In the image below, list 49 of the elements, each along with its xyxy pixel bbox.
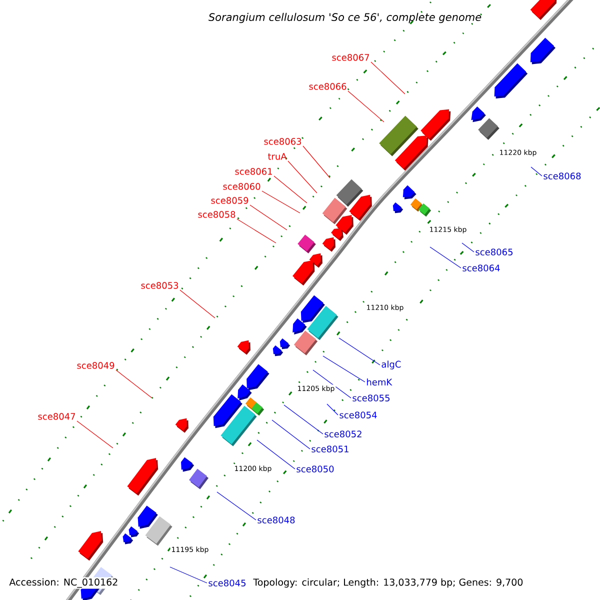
gene-label: sce8066 (309, 83, 346, 90)
gene-label: sce8054 (340, 412, 377, 418)
gene-label: sce8047 (38, 413, 76, 420)
title: Sorangium cellulosum 'So ce 56', complete genome (208, 12, 482, 24)
leader-line (236, 218, 276, 244)
leader-line (274, 176, 308, 204)
gene-label: sce8053 (141, 282, 178, 289)
gene-label: hemK (367, 378, 392, 386)
gene-label: sce8049 (77, 362, 114, 369)
gene-label: sce8065 (476, 248, 512, 256)
footer-text: Accession: NC_010162 (8, 577, 120, 589)
leader-line (76, 420, 114, 448)
leader-line (272, 420, 310, 450)
leader-line (250, 204, 288, 230)
gene-label: truA (268, 153, 287, 160)
gene-label: sce8059 (211, 197, 248, 204)
gene-label: algC (382, 360, 401, 370)
leader-line (326, 404, 338, 416)
leader-line (170, 566, 208, 584)
gene-label: sce8058 (198, 211, 236, 218)
gene-label: sce8061 (235, 168, 272, 175)
leader-line (370, 62, 406, 94)
leader-line (530, 166, 542, 176)
gene-label: sce8063 (264, 138, 302, 145)
gene-label: sce8055 (352, 394, 390, 402)
gene-label: sce8064 (462, 264, 500, 272)
leader-line (338, 338, 380, 366)
leader-line (462, 242, 474, 252)
leader-line (262, 190, 300, 214)
gene-label: sce8060 (223, 183, 260, 190)
leader-line (288, 160, 318, 194)
leader-line (180, 290, 216, 318)
gene-label: sce8048 (258, 516, 295, 524)
gene-label: sce8051 (312, 446, 348, 452)
leader-line (116, 370, 152, 398)
leader-line (322, 356, 366, 382)
leader-line (348, 90, 384, 122)
gene-label: sce8050 (296, 466, 334, 472)
gene-label: sce8067 (332, 54, 370, 61)
leader-line (312, 370, 352, 398)
footer-text: Topology: circular; Length: 13,033,779 bp; Genes: 9,700 (252, 577, 524, 589)
leader-line (302, 146, 330, 178)
gene-label: sce8045 (208, 580, 246, 586)
gene-label: sce8052 (324, 430, 362, 438)
gene-label: sce8068 (544, 172, 581, 180)
leader-line (430, 246, 462, 268)
leader-line (216, 492, 256, 520)
leader-line (284, 404, 324, 434)
leader-line (256, 440, 296, 470)
